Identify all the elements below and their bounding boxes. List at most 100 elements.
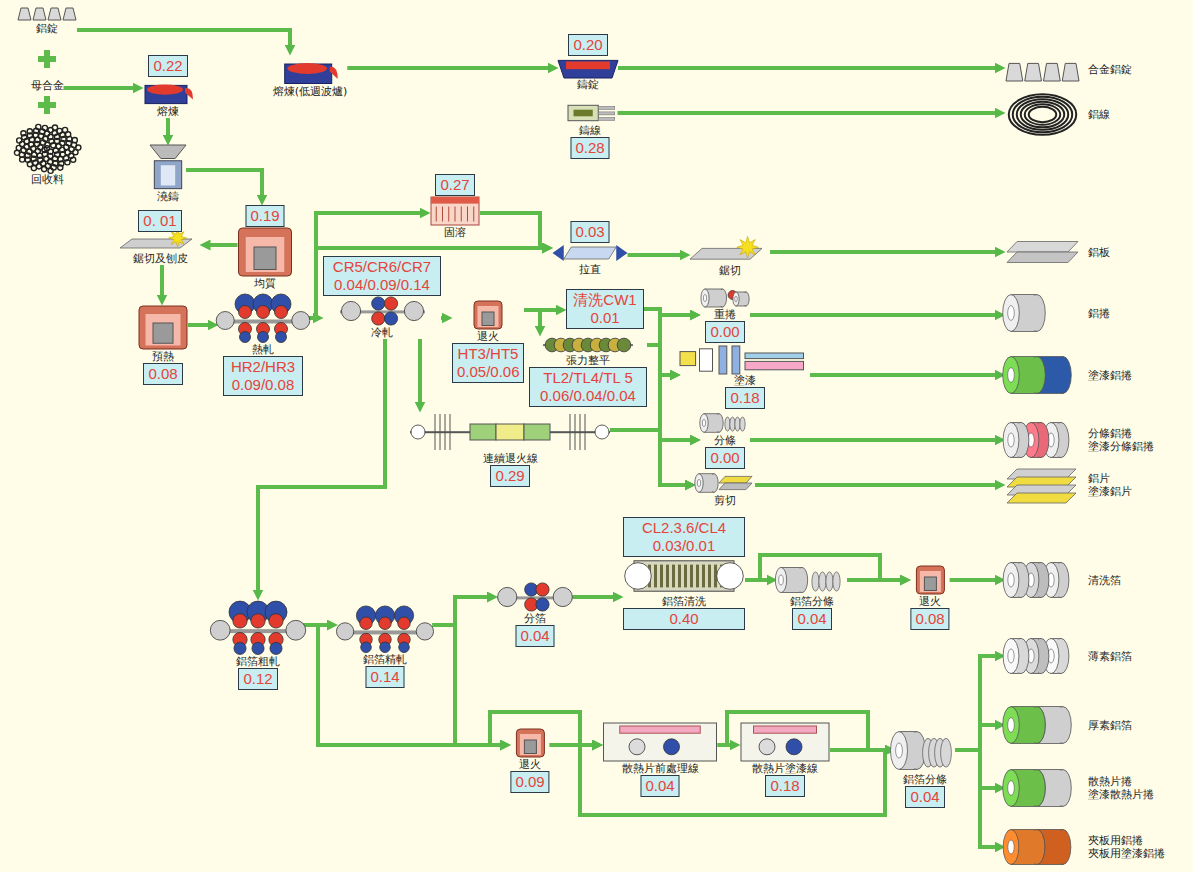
process-icon xyxy=(143,77,193,105)
process-icon xyxy=(563,102,618,124)
process-icon xyxy=(338,605,433,653)
value-box: CR5/CR6/CR7 0.04/0.09/0.14 xyxy=(323,256,441,296)
value-box: 0.09 xyxy=(510,771,549,793)
value-box: 0.12 xyxy=(238,668,277,690)
flow-arrow xyxy=(433,625,598,745)
process-label: 鋁箔分條 xyxy=(903,773,947,786)
process-label: 重捲 xyxy=(714,308,736,321)
value-box: 0.04 xyxy=(905,786,944,808)
process-node: 鋁箔粗軋0.12 xyxy=(213,600,303,690)
process-node: 分箔0.04 xyxy=(498,582,573,647)
flow-arrow xyxy=(644,309,690,485)
product-icon xyxy=(1005,237,1080,267)
process-icon xyxy=(690,240,770,264)
flow-arrow xyxy=(77,30,290,50)
process-label: 塗漆 xyxy=(734,374,756,387)
flow-arrow xyxy=(480,213,548,248)
process-node: 退火HT3/HT5 0.05/0.06 xyxy=(452,300,524,383)
value-box: HT3/HT5 0.05/0.06 xyxy=(452,343,524,383)
flow-arrow xyxy=(573,595,619,599)
process-node: 散熱片前處理線0.04 xyxy=(603,722,718,797)
process-label: 鑄錠 xyxy=(577,78,599,91)
process-icon xyxy=(700,288,750,308)
process-label: 鋸切及刨皮 xyxy=(133,252,188,265)
flow-arrow xyxy=(955,656,1000,750)
value-box: 0.28 xyxy=(570,137,609,159)
flow-arrow xyxy=(830,748,890,752)
process-label: 厚素鋁箔 xyxy=(1088,719,1132,732)
flow-arrow xyxy=(955,750,1000,788)
flow-arrow xyxy=(618,111,1001,115)
process-icon xyxy=(695,472,755,494)
product-texts: 鋁線 xyxy=(1088,108,1110,121)
process-node: 鑄線0.28 xyxy=(563,102,618,159)
process-label: 熱軋 xyxy=(252,343,274,356)
process-icon xyxy=(553,243,628,263)
process-node: 清洗CW1 0.01 xyxy=(566,289,644,329)
process-node: 0.19均質 xyxy=(238,205,293,290)
process-label: 熔煉(低週波爐) xyxy=(273,85,348,98)
process-node: 0. 01 鋸切及刨皮 xyxy=(120,210,200,265)
flow-arrow xyxy=(755,483,1000,487)
process-icon xyxy=(410,412,610,452)
flow-arrow xyxy=(550,745,890,815)
process-label: 均質 xyxy=(254,277,276,290)
product-texts: 鋁板 xyxy=(1088,246,1110,259)
process-node: 重捲0.00 xyxy=(700,288,750,343)
process-icon xyxy=(340,296,425,326)
plus-sign xyxy=(38,96,56,114)
product-texts: 鋁捲 xyxy=(1088,307,1110,320)
process-label: 分箔 xyxy=(524,612,546,625)
flow-arrow xyxy=(955,750,1000,847)
product-icon xyxy=(1005,705,1080,745)
process-node: 塗漆0.18 xyxy=(680,346,810,409)
process-label: 鋸切 xyxy=(719,264,741,277)
product-node: 夾板用鋁捲夾板用塗漆鋁捲 xyxy=(1005,828,1165,866)
product-icon xyxy=(1005,293,1080,333)
process-label: 冷軋 xyxy=(371,326,393,339)
process-icon xyxy=(218,293,308,343)
process-label: 鋁箔粗軋 xyxy=(236,655,280,668)
product-icon xyxy=(1005,465,1080,505)
product-texts: 清洗箔 xyxy=(1088,574,1121,587)
value-box: 0. 01 xyxy=(138,210,181,232)
process-label: 母合金 xyxy=(31,79,64,92)
flow-arrow xyxy=(618,66,1000,70)
product-texts: 分條鋁捲塗漆分條鋁捲 xyxy=(1088,427,1154,453)
product-texts: 塗漆鋁捲 xyxy=(1088,369,1132,382)
process-node: CL2.3.6/CL4 0.03/0.01鋁箔清洗0.40 xyxy=(623,517,745,630)
value-box: 0.20 xyxy=(568,34,607,56)
process-node: 退火0.09 xyxy=(510,728,549,793)
product-icon xyxy=(1005,560,1080,600)
flow-arrow xyxy=(186,170,262,200)
value-box: 0.04 xyxy=(640,775,679,797)
flow-arrow xyxy=(64,86,139,90)
process-label: 塗漆分條鋁捲 xyxy=(1088,440,1154,453)
product-texts: 合金鋁錠 xyxy=(1088,63,1132,76)
process-label: 拉直 xyxy=(579,263,601,276)
value-box: 0.22 xyxy=(148,55,187,77)
process-label: 張力整平 xyxy=(566,354,610,367)
flow-arrow xyxy=(950,578,1000,582)
process-node: 剪切 xyxy=(695,472,755,507)
value-box: 0.29 xyxy=(490,465,529,487)
process-icon xyxy=(238,227,293,277)
flow-arrow xyxy=(628,253,686,257)
process-icon xyxy=(515,728,545,758)
process-label: 鋁片 xyxy=(1088,472,1132,485)
process-icon xyxy=(634,557,734,595)
process-label: 退火 xyxy=(919,595,941,608)
value-box: 0.18 xyxy=(765,775,804,797)
process-icon xyxy=(430,196,480,226)
process-label: 塗漆散熱片捲 xyxy=(1088,788,1154,801)
process-icon xyxy=(283,55,338,85)
process-label: 鋁箔分條 xyxy=(790,595,834,608)
process-node: 母合金 xyxy=(31,79,64,92)
process-label: 塗漆鋁捲 xyxy=(1088,369,1132,382)
product-node: 鋁線 xyxy=(1005,92,1110,137)
product-node: 合金鋁錠 xyxy=(1005,55,1132,83)
product-texts: 夾板用鋁捲夾板用塗漆鋁捲 xyxy=(1088,834,1165,860)
process-icon xyxy=(12,118,82,173)
value-box: 清洗CW1 0.01 xyxy=(566,289,644,329)
flow-arrow xyxy=(750,438,1000,442)
